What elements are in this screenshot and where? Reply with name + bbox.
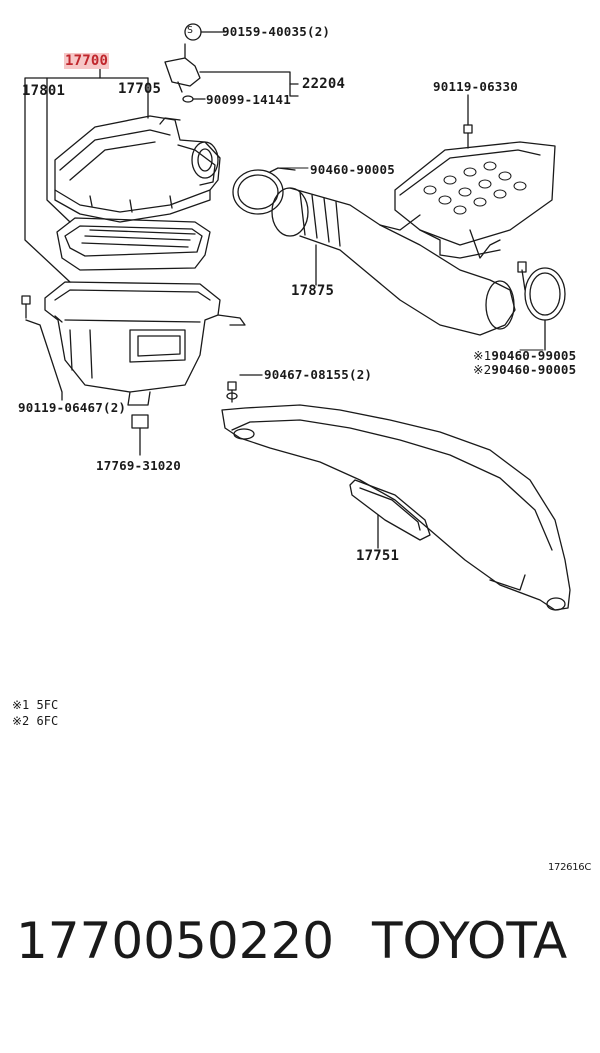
resonator [394, 141, 556, 259]
label-17769-31020[interactable]: 17769-31020 [96, 458, 181, 473]
label-17751[interactable]: 17751 [356, 548, 400, 564]
note-2-mark: ※2 [12, 714, 30, 728]
label-17875[interactable]: 17875 [291, 283, 335, 299]
clip-90467-08155 [226, 374, 263, 403]
label-90099-14141[interactable]: 90099-14141 [206, 92, 291, 107]
label-90460-99005[interactable]: ※190460-99005 [473, 348, 576, 363]
air-flow-sensor [164, 23, 299, 103]
label-90159-40035[interactable]: 90159-40035(2) [222, 24, 331, 39]
leader-lines [239, 167, 544, 376]
label-90119-06330[interactable]: 90119-06330 [433, 79, 518, 94]
hose-clamp-right [517, 261, 566, 351]
note-2: ※2 6FC [12, 714, 58, 728]
hose-clamp-left [232, 167, 296, 215]
part-90460-90005: 90460-90005 [491, 362, 577, 377]
intake-hose [271, 187, 516, 336]
filter-element [56, 217, 211, 271]
footer-part-number: 1770050220 [16, 912, 335, 970]
label-17700[interactable]: 17700 [64, 53, 110, 69]
highlighted-part-number: 17700 [64, 53, 110, 69]
assembly-bracket [24, 61, 149, 283]
note-1-mark: ※1 [12, 698, 30, 712]
mark-2: ※2 [473, 362, 492, 377]
mark-1: ※1 [473, 348, 492, 363]
drawing-code: 172616C [548, 862, 592, 873]
label-90467-08155[interactable]: 90467-08155(2) [264, 367, 373, 382]
label-17801[interactable]: 17801 [22, 83, 66, 99]
footer-brand: TOYOTA [372, 912, 568, 970]
note-1: ※1 5FC [12, 698, 58, 712]
label-22204[interactable]: 22204 [302, 76, 346, 92]
s-marker: S [187, 25, 194, 36]
note-1-text: 5FC [36, 698, 59, 712]
bolt-90119-06330 [463, 94, 473, 149]
part-90460-99005: 90460-99005 [491, 348, 577, 363]
label-90460-90005-lower[interactable]: ※290460-90005 [473, 362, 576, 377]
label-17705[interactable]: 17705 [118, 81, 162, 97]
note-2-text: 6FC [36, 714, 59, 728]
bolt-90119-06467 [21, 295, 63, 401]
air-intake-duct [221, 404, 571, 611]
label-90119-06467[interactable]: 90119-06467(2) [18, 400, 127, 415]
label-90460-90005-upper[interactable]: 90460-90005 [310, 162, 395, 177]
air-cleaner-cap [54, 115, 221, 223]
grommet-17769 [131, 414, 149, 456]
air-cleaner-case [44, 281, 246, 406]
parts-diagram [21, 23, 571, 611]
